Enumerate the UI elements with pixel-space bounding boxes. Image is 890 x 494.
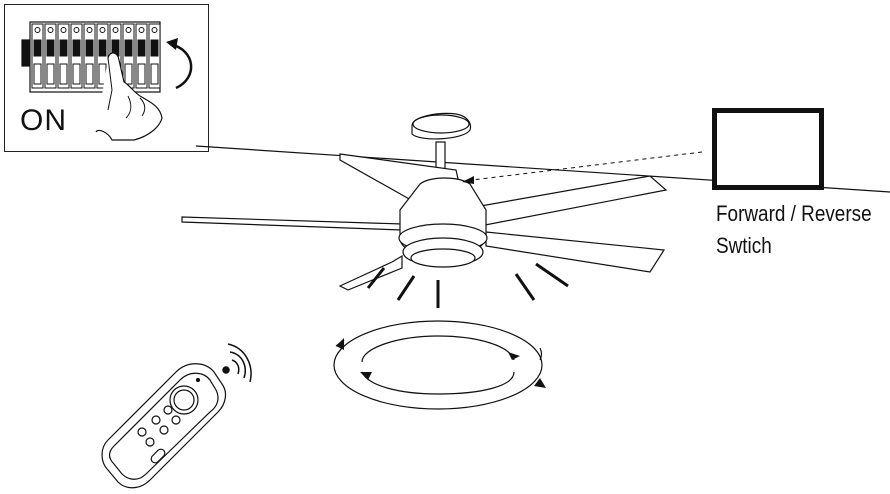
breaker-base — [137, 63, 146, 85]
breaker-base — [85, 63, 94, 85]
breaker-toggle — [33, 39, 42, 57]
rotation-arrows-icon — [333, 320, 543, 410]
breaker-screw — [73, 27, 80, 33]
breaker-screw — [125, 27, 132, 33]
power-on-label: ON — [20, 104, 67, 137]
reverse-switch-label-line2: Swtich — [716, 233, 772, 258]
breaker-toggle — [46, 39, 55, 57]
switch-arrow-head — [166, 38, 178, 50]
switch-pointer-line — [471, 151, 703, 181]
reverse-switch-label-line1: Forward / Reverse — [716, 201, 872, 226]
wireless-signal-icon — [222, 343, 252, 383]
breaker-screw — [112, 27, 119, 33]
breaker-base — [33, 63, 42, 85]
breaker-screw — [60, 27, 67, 33]
breaker-base — [72, 63, 81, 85]
breaker-base — [46, 63, 55, 85]
breaker-toggle — [85, 39, 94, 57]
switch-arrow — [169, 42, 193, 90]
hand-icon — [95, 52, 163, 141]
reverse-switch-label: Forward / Reverse Swtich — [716, 198, 872, 262]
light-rays — [366, 262, 569, 308]
ceiling-fan — [181, 112, 668, 291]
breaker-base — [150, 63, 159, 85]
breaker-screw — [151, 27, 158, 33]
remote-control-icon — [101, 363, 227, 489]
breaker-toggle — [98, 39, 107, 57]
breaker-screw — [138, 27, 145, 33]
breaker-base — [124, 63, 133, 85]
breaker-toggle — [137, 39, 146, 57]
breaker-screw — [34, 27, 41, 33]
breaker-screw — [99, 27, 106, 33]
breaker-screw — [47, 27, 54, 33]
breaker-toggle — [59, 39, 68, 57]
breaker-screw — [86, 27, 93, 33]
breaker-toggle — [124, 39, 133, 57]
reverse-switch-box — [712, 108, 824, 190]
breaker-toggle — [150, 39, 159, 57]
breaker-toggle — [72, 39, 81, 57]
breaker-base — [59, 63, 68, 85]
